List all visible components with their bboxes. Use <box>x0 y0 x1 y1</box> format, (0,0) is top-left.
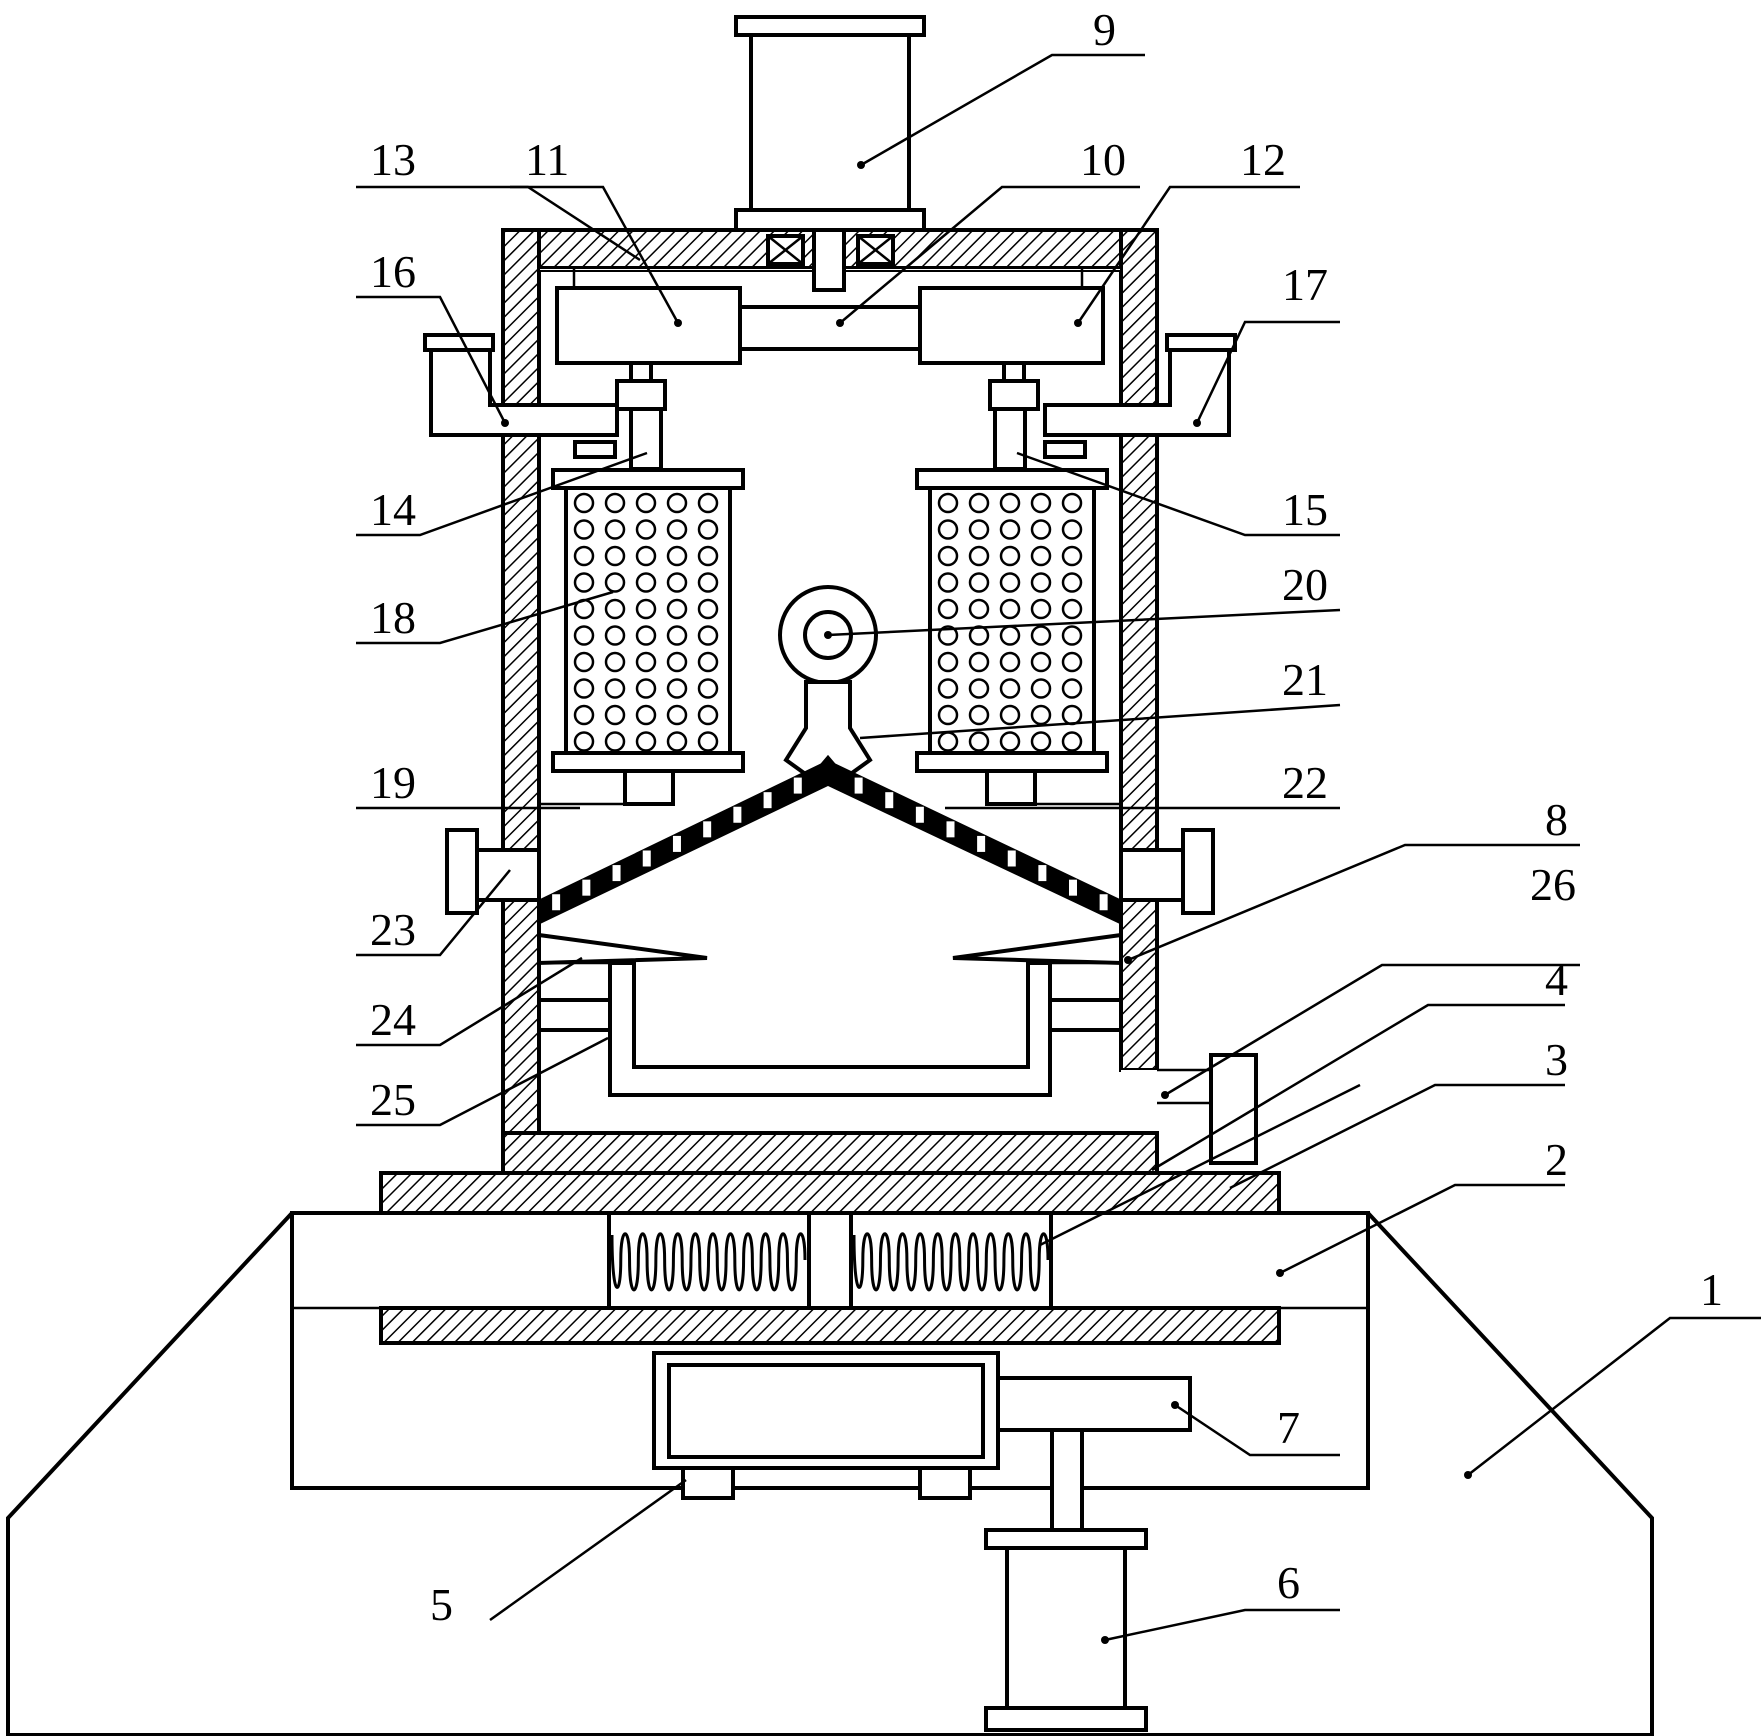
label-21: 21 <box>1282 654 1328 705</box>
collection-tray <box>608 961 1052 1097</box>
label-2: 2 <box>1545 1134 1568 1185</box>
label-14-16: 16 <box>370 246 416 297</box>
leader-lines <box>356 53 1761 1642</box>
label-26: 26 <box>1530 859 1576 910</box>
label-7: 7 <box>1277 1402 1300 1453</box>
label-14: 14 <box>370 484 416 535</box>
spray-nozzle <box>778 585 878 781</box>
callout-labels: 1 2 3 4 5 6 7 8 9 10 11 12 13 16 17 14 1… <box>370 4 1723 1630</box>
cylinder <box>984 1528 1148 1732</box>
label-8: 8 <box>1545 794 1568 845</box>
label-19: 19 <box>370 757 416 808</box>
label-6: 6 <box>1277 1557 1300 1608</box>
label-22: 22 <box>1282 757 1328 808</box>
right-gearbox <box>918 286 1105 365</box>
label-3: 3 <box>1545 1034 1568 1085</box>
label-5: 5 <box>430 1579 453 1630</box>
right-shaft <box>988 361 1040 471</box>
label-9: 9 <box>1093 4 1116 55</box>
label-10: 10 <box>1080 134 1126 185</box>
label-17: 17 <box>1282 259 1328 310</box>
left-deflector <box>537 932 708 966</box>
label-25: 25 <box>370 1074 416 1125</box>
label-12: 12 <box>1240 134 1286 185</box>
left-shaft <box>615 361 667 471</box>
label-11: 11 <box>525 134 569 185</box>
top-motor <box>734 15 926 232</box>
connecting-bar <box>738 305 922 351</box>
leader-dots <box>501 161 1472 1644</box>
spring-icon <box>610 1232 1050 1292</box>
right-deflector <box>952 932 1123 966</box>
drum-holes <box>573 492 1083 752</box>
right-outlet <box>1119 828 1215 915</box>
bearing-icon <box>766 228 895 292</box>
label-4: 4 <box>1545 954 1568 1005</box>
left-gearbox <box>555 286 742 365</box>
label-15: 15 <box>1282 484 1328 535</box>
label-24: 24 <box>370 994 416 1045</box>
vibration-motor <box>652 1351 1000 1500</box>
label-1: 1 <box>1700 1264 1723 1315</box>
support-column <box>1050 1428 1084 1532</box>
label-23: 23 <box>370 904 416 955</box>
label-13: 13 <box>370 134 416 185</box>
left-outlet <box>445 828 541 915</box>
label-18: 18 <box>370 592 416 643</box>
label-20: 20 <box>1282 559 1328 610</box>
v-screen <box>538 760 1122 925</box>
bracket <box>996 1376 1192 1432</box>
